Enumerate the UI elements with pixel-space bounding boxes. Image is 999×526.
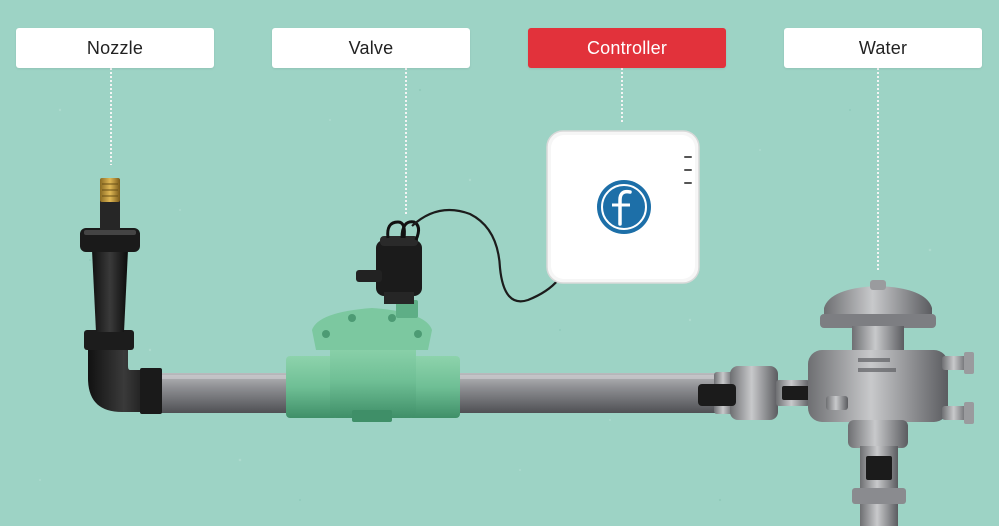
sprinkler-nozzle xyxy=(80,178,162,414)
valve xyxy=(286,300,460,422)
rachio-f-logo-icon xyxy=(597,180,651,234)
controller-wire xyxy=(411,208,559,303)
solenoid xyxy=(356,220,422,304)
ball-valve xyxy=(698,366,810,420)
label-controller: Controller xyxy=(528,28,726,68)
label-valve: Valve xyxy=(272,28,470,68)
backflow-preventer xyxy=(808,280,974,526)
label-nozzle: Nozzle xyxy=(16,28,214,68)
leader-lines xyxy=(110,68,879,272)
label-water: Water xyxy=(784,28,982,68)
